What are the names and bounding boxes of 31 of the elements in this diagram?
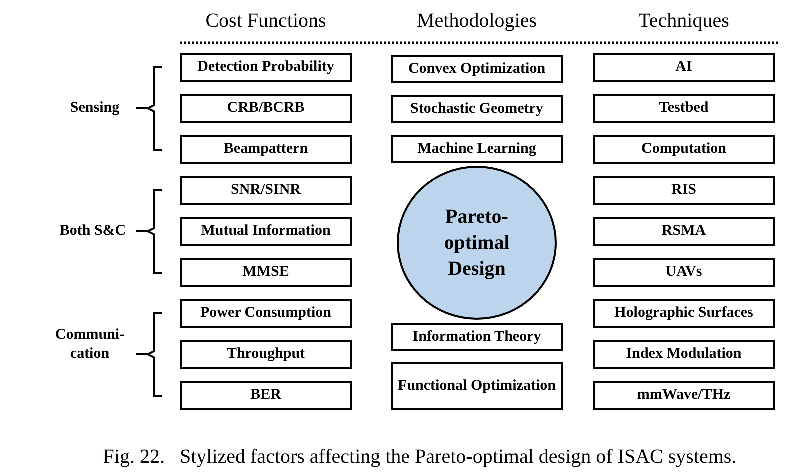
factor-box: Functional Optimization: [391, 362, 563, 410]
factor-box: Index Modulation: [593, 340, 775, 369]
factor-box: Stochastic Geometry: [391, 95, 563, 123]
factor-box: Testbed: [593, 94, 775, 123]
factor-box: CRB/BCRB: [180, 94, 352, 123]
group-label: Communi- cation: [55, 326, 125, 364]
group-label: Sensing: [69, 99, 121, 118]
factor-box: RIS: [593, 176, 775, 205]
factor-box: BER: [180, 381, 352, 410]
column-heading: Techniques: [638, 10, 730, 33]
factor-box: Mutual Information: [180, 217, 352, 246]
figure-caption: Fig. 22. Stylized factors affecting the Pareto-optimal design of ISAC systems.: [102, 446, 738, 469]
factor-box: Throughput: [180, 340, 352, 369]
factor-box: Information Theory: [391, 323, 563, 351]
factor-box: MMSE: [180, 258, 352, 287]
factor-box: Computation: [593, 135, 775, 164]
group-label: Both S&C: [58, 222, 128, 241]
column-heading: Methodologies: [416, 10, 538, 33]
factor-box: Power Consumption: [180, 299, 352, 328]
factor-box: Machine Learning: [391, 135, 563, 163]
factor-box: AI: [593, 53, 775, 82]
factor-box: Beampattern: [180, 135, 352, 164]
factor-box: Detection Probability: [180, 53, 352, 82]
center-circle: Pareto-optimal Design: [397, 166, 557, 320]
factor-box: UAVs: [593, 258, 775, 287]
column-heading: Cost Functions: [204, 10, 328, 33]
factor-box: RSMA: [593, 217, 775, 246]
factor-box: Convex Optimization: [391, 55, 563, 83]
factor-box: mmWave/THz: [593, 381, 775, 410]
factor-box: SNR/SINR: [180, 176, 352, 205]
factor-box: Holographic Surfaces: [593, 299, 775, 328]
